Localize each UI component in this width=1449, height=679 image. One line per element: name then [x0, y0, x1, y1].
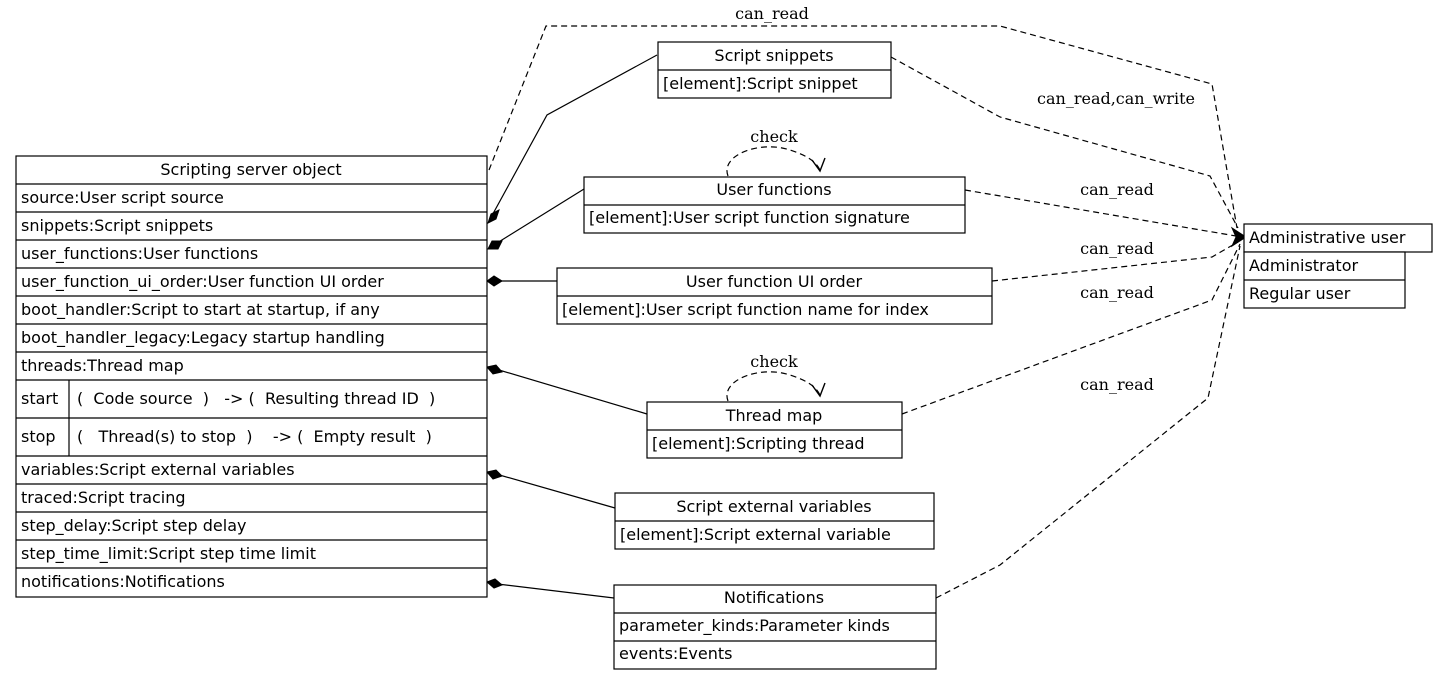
edge-snippets [488, 54, 658, 222]
main-object-border [15, 155, 488, 598]
notifications-row-parameter-kinds: parameter_kinds:Parameter kinds [619, 616, 890, 636]
diamond-thread-map [486, 364, 503, 375]
administrative-user-node: Administrative user Administrator Regula… [1243, 223, 1433, 309]
external-vars-title: Script external variables [676, 497, 871, 516]
edge-ui-order-can-read [991, 241, 1239, 282]
main-object-title: Scripting server object [160, 160, 341, 179]
ui-order-title: User function UI order [686, 272, 863, 291]
thread-map-node: Thread map [element]:Scripting thread [646, 401, 903, 459]
field-source: source:User script source [21, 188, 224, 207]
edge-notifications [488, 582, 615, 599]
loop-thread-map-arrow [811, 382, 826, 398]
arrowhead-administrative-user [1230, 226, 1247, 248]
thread-map-title: Thread map [725, 406, 823, 425]
check-loops [726, 146, 826, 402]
edge-user-functions [488, 188, 585, 249]
notifications-row-events: events:Events [619, 644, 732, 663]
diamond-notifications [486, 578, 503, 589]
label-thread-map-can-read: can_read [1080, 283, 1154, 302]
method-start-signature: ( Code source ) -> ( Resulting thread ID… [77, 389, 435, 408]
field-variables: variables:Script external variables [21, 460, 295, 479]
label-notifications-can-read: can_read [1080, 375, 1154, 394]
loop-user-functions-arrow [811, 157, 826, 173]
user-functions-row: [element]:User script function signature [589, 208, 910, 227]
access-edges [488, 25, 1247, 599]
label-ui-order-can-read: can_read [1080, 239, 1154, 258]
scripting-server-object-node: Scripting server object source:User scri… [15, 155, 488, 598]
admin-user-row-administrator: Administrator [1249, 256, 1358, 275]
field-snippets: snippets:Script snippets [21, 216, 213, 235]
admin-user-row-regular-user: Regular user [1249, 284, 1351, 303]
diamond-user-functions [487, 240, 503, 250]
edge-notifications-can-read [935, 245, 1241, 599]
thread-map-row: [element]:Scripting thread [652, 434, 865, 453]
edge-thread-map [488, 366, 648, 415]
script-snippets-title: Script snippets [714, 46, 833, 65]
label-user-functions-check: check [750, 127, 798, 146]
composition-edges [486, 54, 658, 599]
script-snippets-row: [element]:Script snippet [663, 74, 858, 93]
field-boot-handler: boot_handler:Script to start at startup,… [21, 300, 380, 320]
field-boot-handler-legacy: boot_handler_legacy:Legacy startup handl… [21, 328, 385, 348]
label-snippets-can-read-write: can_read,can_write [1037, 89, 1195, 108]
method-start-name: start [21, 389, 58, 408]
loop-thread-map-check [726, 371, 821, 402]
edge-snippets-can-read-write [890, 56, 1239, 229]
edge-user-functions-can-read [964, 189, 1237, 237]
user-function-ui-order-node: User function UI order [element]:User sc… [556, 267, 993, 325]
field-user-functions: user_functions:User functions [21, 244, 258, 264]
field-user-function-ui-order: user_function_ui_order:User function UI … [21, 272, 384, 292]
diamond-ui-order [486, 275, 503, 287]
edge-external-vars [488, 471, 616, 509]
field-step-delay: step_delay:Script step delay [21, 516, 246, 536]
admin-user-title: Administrative user [1249, 228, 1406, 247]
method-stop-name: stop [21, 427, 56, 446]
field-traced: traced:Script tracing [21, 488, 186, 507]
user-functions-node: User functions [element]:User script fun… [583, 176, 966, 234]
notifications-node: Notifications parameter_kinds:Parameter … [613, 584, 937, 670]
label-thread-map-check: check [750, 352, 798, 371]
edge-thread-map-can-read [901, 243, 1241, 415]
notifications-title: Notifications [724, 588, 824, 607]
label-user-functions-can-read: can_read [1080, 180, 1154, 199]
field-notifications: notifications:Notifications [21, 572, 225, 591]
label-main-can-read: can_read [735, 4, 809, 23]
user-functions-title: User functions [716, 180, 831, 199]
method-stop-signature: ( Thread(s) to stop ) -> ( Empty result … [77, 427, 432, 446]
field-step-time-limit: step_time_limit:Script step time limit [21, 544, 316, 564]
diamond-external-vars [486, 469, 503, 480]
script-snippets-node: Script snippets [element]:Script snippet [657, 41, 892, 99]
external-vars-row: [element]:Script external variable [620, 525, 891, 544]
edge-labels: can_read can_read,can_write can_read can… [735, 4, 1195, 394]
script-external-variables-node: Script external variables [element]:Scri… [614, 492, 935, 550]
ui-order-row: [element]:User script function name for … [562, 300, 929, 319]
field-threads: threads:Thread map [21, 356, 184, 375]
diamond-snippets [487, 209, 500, 224]
edge-main-can-read [488, 25, 1238, 229]
loop-user-functions-check [726, 146, 821, 177]
